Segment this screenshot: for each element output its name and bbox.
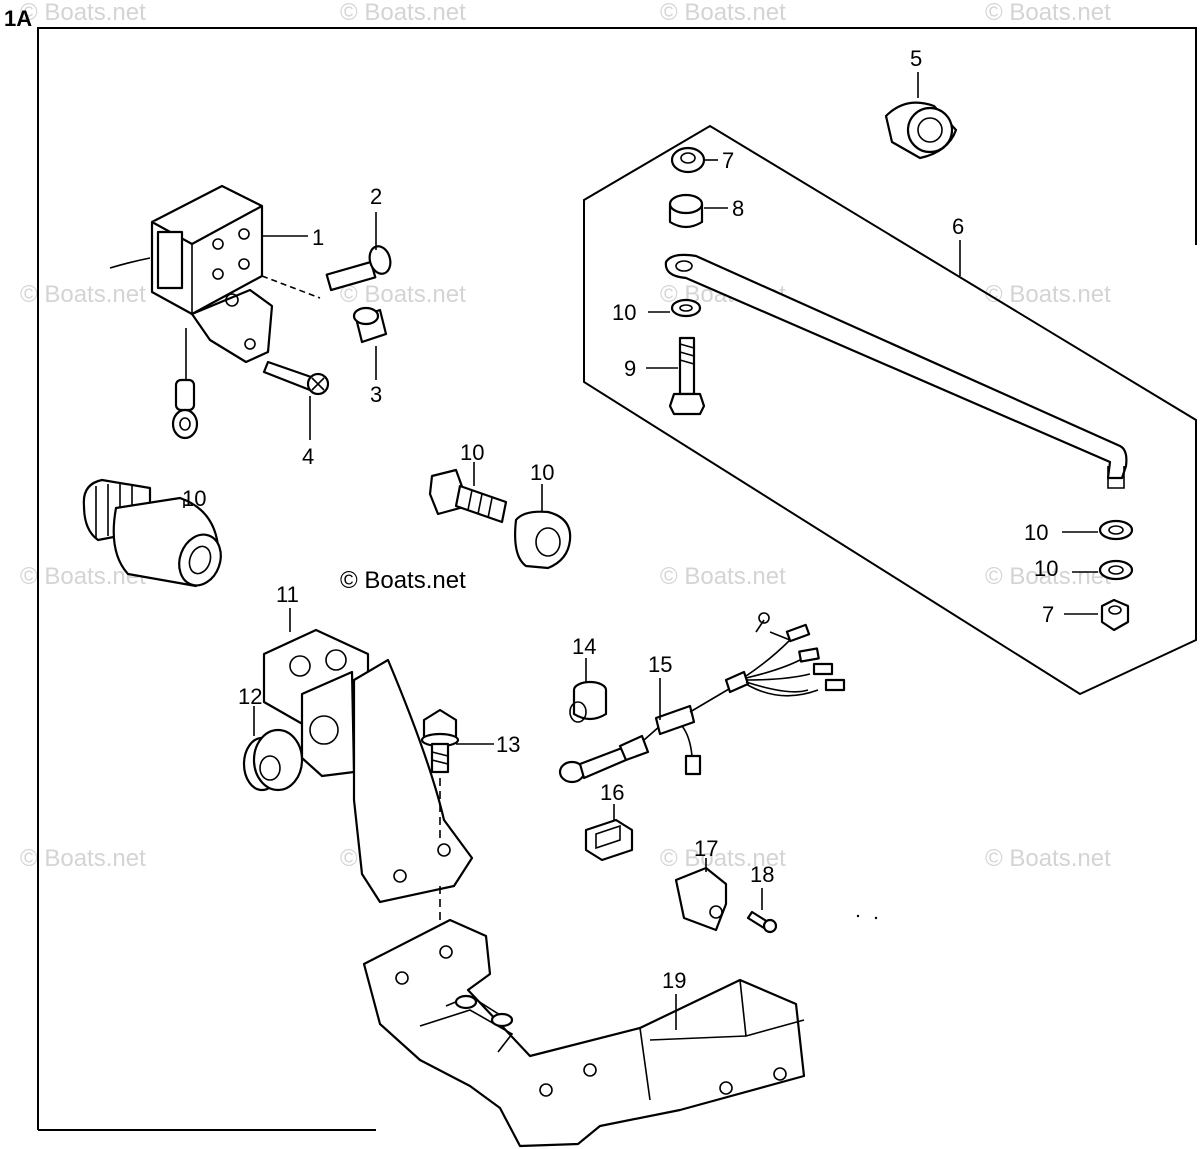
speck [874, 916, 878, 920]
callout-11: 10 [460, 440, 484, 465]
watermark: © Boats.net [340, 0, 466, 26]
watermark: © Boats.net [985, 845, 1111, 872]
part-screw-2 [261, 212, 392, 299]
watermark: © Boats.net [20, 845, 146, 872]
callout-7a: 7 [722, 148, 734, 173]
callout-12: 10 [530, 460, 554, 485]
watermark: © Boats.net [985, 281, 1111, 308]
watermark: © Boats.net [340, 281, 466, 308]
callout-10c: 10 [1034, 556, 1058, 581]
callout-10a: 10 [612, 300, 636, 325]
callout-6: 6 [952, 214, 964, 239]
speck [856, 914, 860, 918]
part-bracket [262, 608, 474, 904]
watermark: © Boats.net [660, 0, 786, 26]
part-washer-low [1072, 559, 1134, 581]
part-screw-21 [746, 888, 778, 934]
part-bolt-11 [428, 462, 508, 524]
callout-19: 16 [600, 780, 624, 805]
watermark: © Boats.net [985, 0, 1111, 26]
part-nut-low [1064, 598, 1130, 632]
callout-21: 18 [750, 862, 774, 887]
part-spacer [352, 306, 388, 380]
part-fitting [82, 478, 222, 588]
part-bolt-16 [420, 708, 494, 940]
part-switch [109, 184, 274, 440]
section-frame [37, 27, 1197, 1131]
watermark: © Boats.net [660, 563, 786, 590]
part-tie-rod [664, 240, 1128, 489]
callout-4: 4 [302, 444, 314, 469]
part-bushing [884, 72, 958, 160]
callout-14: 11 [276, 582, 299, 607]
callout-20: 17 [694, 836, 718, 861]
part-harness [558, 612, 846, 784]
watermark: © Boats.net [985, 563, 1111, 590]
callout-10b: 10 [1024, 520, 1048, 545]
part-washer-top [648, 298, 702, 318]
part-washer-mid [1062, 519, 1134, 541]
watermark: © Boats.net [20, 281, 146, 308]
callout-2: 2 [370, 184, 382, 209]
part-swivel-bracket [362, 918, 806, 1148]
watermark: © Boats.net [660, 845, 786, 872]
callout-7b: 7 [1042, 602, 1054, 627]
watermark: © Boats.net [20, 0, 146, 26]
callout-8: 8 [732, 196, 744, 221]
part-bolt-9 [646, 336, 706, 416]
center-watermark: © Boats.net [340, 567, 466, 594]
part-collar [668, 193, 728, 229]
callout-5: 5 [910, 46, 922, 71]
callout-15: 12 [238, 684, 262, 709]
callout-22: 19 [662, 968, 686, 993]
callout-13: 10 [182, 486, 206, 511]
section-label: 1A [4, 6, 32, 31]
part-grommet [242, 706, 304, 792]
callout-9: 9 [624, 356, 636, 381]
callout-17: 14 [572, 634, 596, 659]
part-nut-top [670, 146, 718, 174]
part-screw-4 [262, 360, 330, 440]
part-clip [514, 484, 572, 570]
callout-1: 1 [312, 225, 324, 250]
callout-3: 3 [370, 382, 382, 407]
kit-outline [583, 124, 1197, 696]
part-clamp [674, 858, 728, 932]
part-plug [569, 658, 608, 723]
part-grommet-19 [584, 804, 634, 862]
callout-18: 15 [648, 652, 672, 677]
callout-16: 13 [496, 732, 520, 757]
